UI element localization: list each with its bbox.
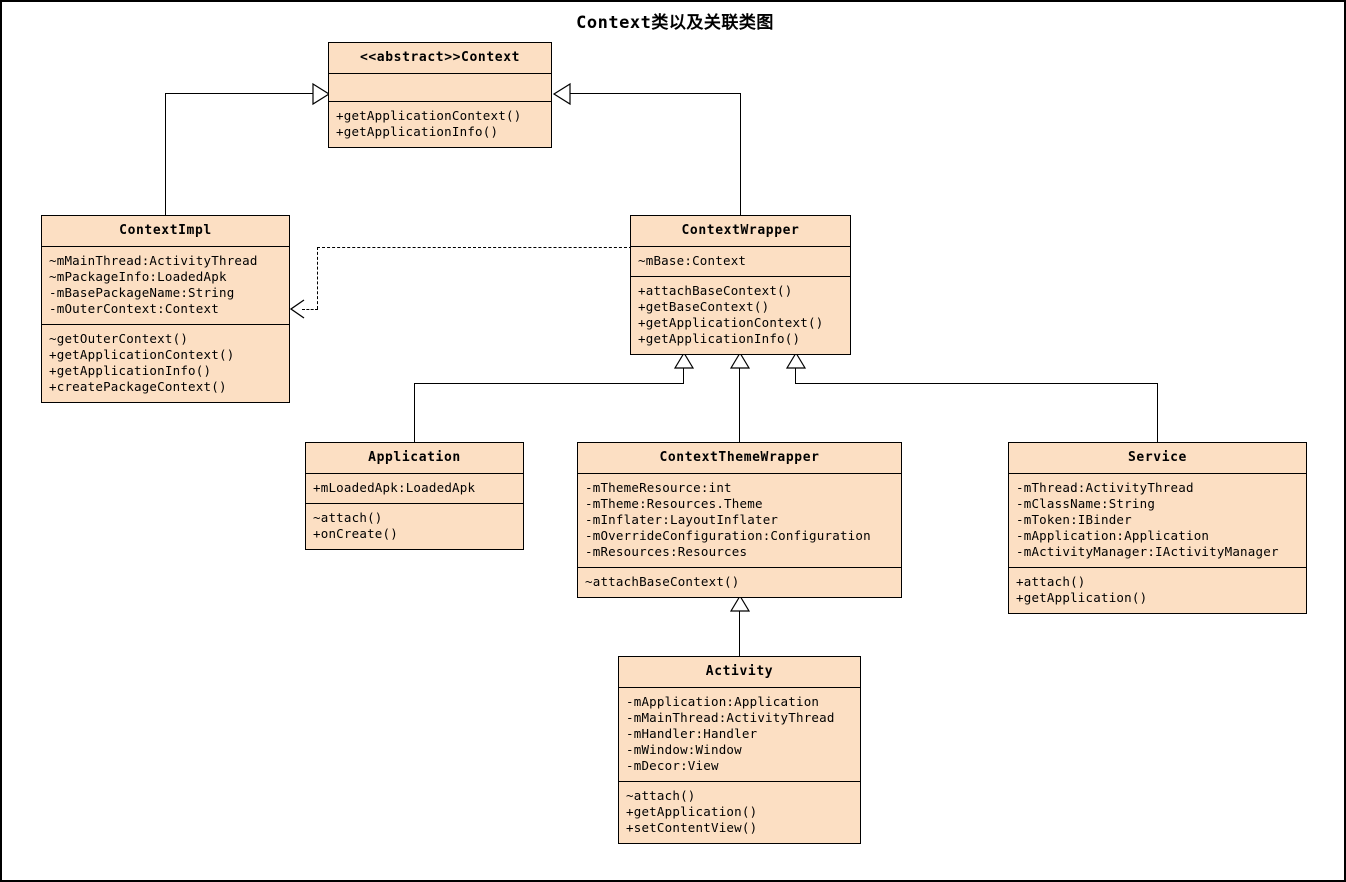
operation-item: +getApplication()	[1016, 590, 1148, 605]
attribute-item: -mApplication:Application	[626, 694, 820, 709]
connector-contextwrapper-to-contextimpl-stub	[302, 309, 318, 310]
class-attributes-activity: -mApplication:Application -mMainThread:A…	[619, 688, 860, 782]
operation-item: ~attachBaseContext()	[585, 574, 740, 589]
connector-application-to-contextwrapper-vertical-upper	[683, 366, 684, 384]
attribute-item: -mToken:IBinder	[1016, 512, 1132, 527]
operation-item: +getApplicationInfo()	[336, 124, 499, 139]
attribute-item: -mBasePackageName:String	[49, 285, 235, 300]
attribute-item: -mThread:ActivityThread	[1016, 480, 1194, 495]
class-box-context[interactable]: <<abstract>>Context +getApplicationConte…	[328, 42, 552, 148]
operation-item: +attach()	[1016, 574, 1086, 589]
attribute-item: -mMainThread:ActivityThread	[626, 710, 835, 725]
attribute-item: -mActivityManager:IActivityManager	[1016, 544, 1279, 559]
attribute-item: ~mMainThread:ActivityThread	[49, 253, 258, 268]
operation-item: +getApplicationInfo()	[49, 363, 212, 378]
operation-item: +setContentView()	[626, 820, 758, 835]
connector-service-to-contextwrapper-vertical-lower	[1157, 383, 1158, 443]
attribute-item: ~mPackageInfo:LoadedApk	[49, 269, 227, 284]
class-name-context: <<abstract>>Context	[329, 43, 551, 74]
generalization-arrowhead-contextimpl-to-context	[312, 82, 331, 106]
class-box-application[interactable]: Application +mLoadedApk:LoadedApk ~attac…	[305, 442, 524, 550]
connector-service-to-contextwrapper-vertical-upper	[795, 366, 796, 384]
class-attributes-context	[329, 74, 551, 102]
attribute-item: -mInflater:LayoutInflater	[585, 512, 779, 527]
class-box-service[interactable]: Service -mThread:ActivityThread -mClassN…	[1008, 442, 1307, 614]
connector-contextimpl-to-context-horizontal	[165, 93, 317, 94]
connector-contextimpl-to-context-vertical	[165, 93, 166, 215]
class-name-contextthemewrapper: ContextThemeWrapper	[578, 443, 901, 474]
class-box-activity[interactable]: Activity -mApplication:Application -mMai…	[618, 656, 861, 844]
operation-item: +getApplicationContext()	[336, 108, 522, 123]
connector-contextwrapper-to-context-horizontal	[565, 93, 741, 94]
connector-contextthemewrapper-to-contextwrapper-vertical	[739, 366, 740, 443]
connector-activity-to-contextthemewrapper-vertical	[739, 609, 740, 657]
attribute-item: -mHandler:Handler	[626, 726, 758, 741]
attribute-item: -mResources:Resources	[585, 544, 748, 559]
connector-service-to-contextwrapper-horizontal	[795, 383, 1158, 384]
attribute-item: -mThemeResource:int	[585, 480, 732, 495]
attribute-item: -mApplication:Application	[1016, 528, 1210, 543]
class-attributes-contextwrapper: ~mBase:Context	[631, 247, 850, 277]
class-operations-contextimpl: ~getOuterContext() +getApplicationContex…	[42, 325, 289, 402]
class-box-contextwrapper[interactable]: ContextWrapper ~mBase:Context +attachBas…	[630, 215, 851, 355]
class-operations-contextthemewrapper: ~attachBaseContext()	[578, 568, 901, 597]
attribute-item: -mWindow:Window	[626, 742, 742, 757]
operation-item: ~getOuterContext()	[49, 331, 189, 346]
operation-item: +getApplicationContext()	[638, 315, 824, 330]
class-attributes-service: -mThread:ActivityThread -mClassName:Stri…	[1009, 474, 1306, 568]
class-box-contextthemewrapper[interactable]: ContextThemeWrapper -mThemeResource:int …	[577, 442, 902, 598]
class-name-contextimpl: ContextImpl	[42, 216, 289, 247]
attribute-item: -mOuterContext:Context	[49, 301, 219, 316]
class-name-contextwrapper: ContextWrapper	[631, 216, 850, 247]
dependency-arrowhead-contextwrapper-to-contextimpl	[289, 299, 305, 319]
class-box-contextimpl[interactable]: ContextImpl ~mMainThread:ActivityThread …	[41, 215, 290, 403]
operation-item: +getApplication()	[626, 804, 758, 819]
connector-contextwrapper-to-contextimpl-vertical	[317, 247, 318, 309]
class-attributes-contextthemewrapper: -mThemeResource:int -mTheme:Resources.Th…	[578, 474, 901, 568]
operation-item: +onCreate()	[313, 526, 398, 541]
class-operations-contextwrapper: +attachBaseContext() +getBaseContext() +…	[631, 277, 850, 354]
generalization-arrowhead-contextwrapper-to-context	[552, 82, 571, 106]
class-operations-activity: ~attach() +getApplication() +setContentV…	[619, 782, 860, 843]
generalization-arrowhead-contextthemewrapper-to-contextwrapper	[729, 351, 751, 369]
operation-item: ~attach()	[313, 510, 383, 525]
class-name-activity: Activity	[619, 657, 860, 688]
class-operations-service: +attach() +getApplication()	[1009, 568, 1306, 613]
class-operations-application: ~attach() +onCreate()	[306, 504, 523, 549]
operation-item: +getApplicationInfo()	[638, 331, 801, 346]
attribute-item: ~mBase:Context	[638, 253, 747, 268]
attribute-item: +mLoadedApk:LoadedApk	[313, 480, 476, 495]
operation-item: +createPackageContext()	[49, 379, 227, 394]
operation-item: +attachBaseContext()	[638, 283, 793, 298]
generalization-arrowhead-service-to-contextwrapper	[785, 351, 807, 369]
generalization-arrowhead-application-to-contextwrapper	[673, 351, 695, 369]
connector-application-to-contextwrapper-horizontal	[414, 383, 684, 384]
attribute-item: -mOverrideConfiguration:Configuration	[585, 528, 871, 543]
attribute-item: -mDecor:View	[626, 758, 719, 773]
class-attributes-contextimpl: ~mMainThread:ActivityThread ~mPackageInf…	[42, 247, 289, 325]
class-name-application: Application	[306, 443, 523, 474]
page-title: Context类以及关联类图	[576, 13, 774, 33]
attribute-item: -mTheme:Resources.Theme	[585, 496, 763, 511]
generalization-arrowhead-activity-to-contextthemewrapper	[729, 594, 751, 612]
connector-contextwrapper-to-contextimpl-horizontal	[317, 247, 632, 248]
class-name-service: Service	[1009, 443, 1306, 474]
connector-application-to-contextwrapper-vertical-lower	[414, 383, 415, 443]
operation-item: +getApplicationContext()	[49, 347, 235, 362]
operation-item: ~attach()	[626, 788, 696, 803]
class-operations-context: +getApplicationContext() +getApplication…	[329, 102, 551, 147]
operation-item: +getBaseContext()	[638, 299, 770, 314]
connector-contextwrapper-to-context-vertical	[740, 93, 741, 215]
class-attributes-application: +mLoadedApk:LoadedApk	[306, 474, 523, 504]
attribute-item: -mClassName:String	[1016, 496, 1156, 511]
